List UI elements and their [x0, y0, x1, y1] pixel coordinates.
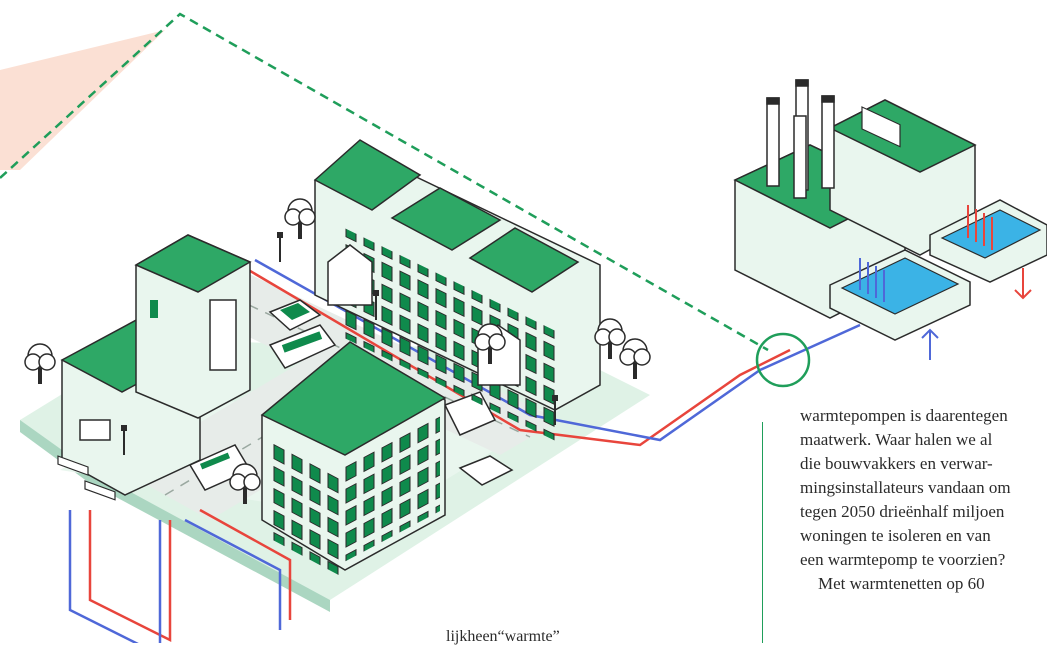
terraced-houses [313, 139, 601, 444]
article-line: woningen te isoleren en van [800, 526, 991, 545]
article-line: warmtepompen is daarentegen [800, 406, 1008, 425]
arrow-up-blue [921, 328, 939, 360]
magnify-circle [755, 332, 811, 388]
article-line: mingsinstallateurs vandaan om [800, 478, 1011, 497]
apartment-block [260, 341, 447, 576]
vehicle-bus [268, 324, 337, 369]
power-plant [733, 79, 977, 319]
connection-dashed-line [0, 12, 769, 352]
peach-accent-shape [0, 30, 165, 170]
caption-fragment: lijkheen“warmte” [446, 628, 560, 645]
cooling-basins [829, 199, 1047, 341]
article-column: warmtepompen is daarentegen maatwerk. Wa… [762, 404, 1047, 643]
article-line: een warmtepomp te voorzien? [800, 550, 1006, 569]
civic-building [60, 234, 252, 496]
chimney-stacks [766, 79, 835, 199]
park-benches [57, 455, 116, 501]
column-rule [762, 422, 763, 643]
article-line: Met warmtenetten op 60 [818, 574, 985, 593]
arrow-down-red [1014, 268, 1032, 300]
article-line: tegen 2050 drieënhalf miljoen [800, 502, 1005, 521]
article-line: maatwerk. Waar halen we al [800, 430, 993, 449]
article-line: die bouwvakkers en verwar- [800, 454, 993, 473]
vehicle-car [268, 299, 514, 486]
article-body-text: warmtepompen is daarentegen maatwerk. Wa… [800, 404, 1047, 596]
